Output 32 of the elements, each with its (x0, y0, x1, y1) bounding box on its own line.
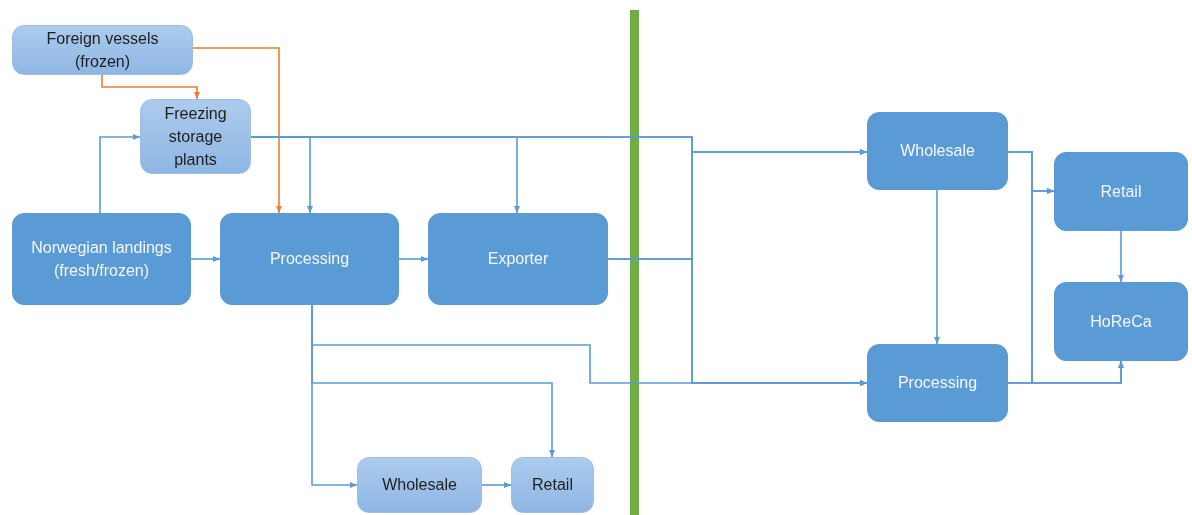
process-box (867, 112, 1008, 190)
process-box (140, 99, 251, 174)
process-box (428, 213, 608, 305)
process-box (511, 457, 594, 513)
process-box (12, 25, 193, 75)
arrow (311, 304, 358, 488)
box-label: Processing (897, 373, 978, 394)
arrow (481, 482, 512, 488)
arrow (1007, 360, 1124, 384)
box-label: Wholesale (382, 475, 457, 496)
box-label: Retail (532, 475, 573, 496)
arrow (190, 256, 221, 262)
box-label: Retail (1100, 181, 1142, 202)
arrow (99, 134, 141, 214)
process-box (220, 213, 399, 305)
process-box (867, 344, 1008, 422)
box-label: Norwegian landings (fresh/frozen) (30, 237, 173, 281)
box-label: Exporter (487, 249, 549, 270)
arrow (1118, 230, 1124, 283)
process-box (12, 213, 191, 305)
arrow (192, 47, 282, 214)
box-label: Freezing storage plants (163, 103, 228, 171)
process-box (1054, 282, 1188, 361)
box-label: Wholesale (900, 141, 975, 162)
box-label: HoReCa (1090, 311, 1152, 332)
box-label: Processing (269, 249, 350, 270)
arrow (934, 189, 940, 345)
process-box (1054, 152, 1188, 231)
arrow (101, 74, 200, 100)
arrow (398, 256, 429, 262)
box-label: Foreign vessels (frozen) (45, 28, 160, 72)
process-box (357, 457, 482, 513)
